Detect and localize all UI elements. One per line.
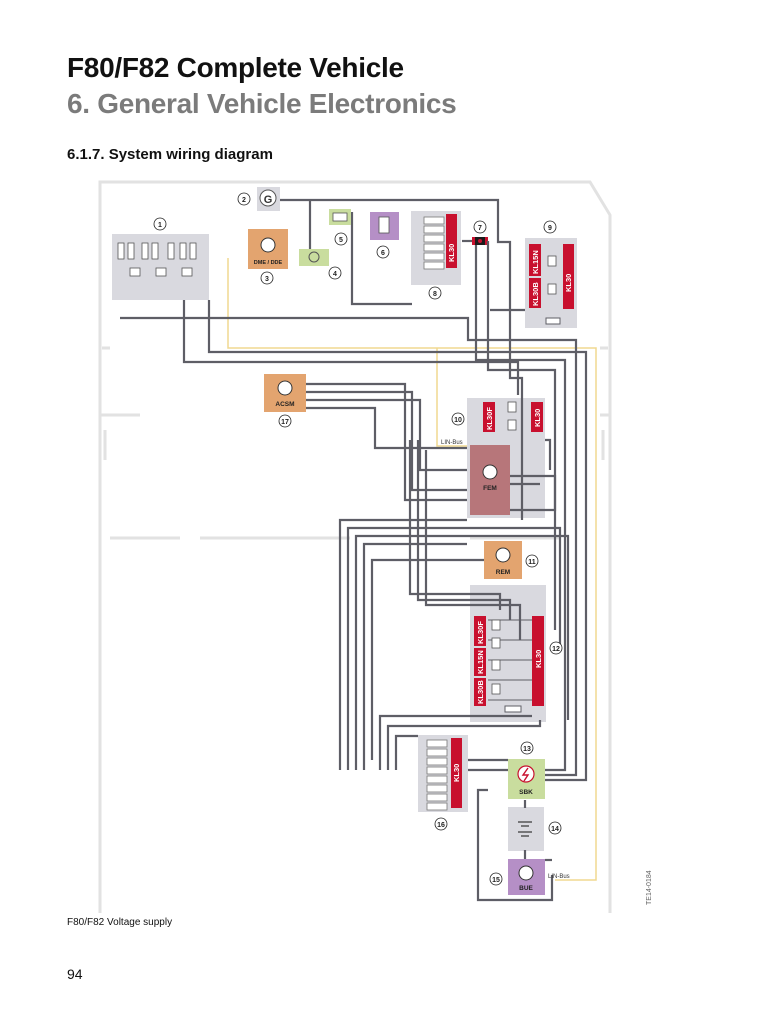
callout-8: 8: [428, 286, 442, 300]
fuse-7-dot: [478, 239, 482, 243]
callout-10: 10: [451, 412, 465, 426]
label-kl30-16: KL30: [452, 764, 461, 782]
label-kl30-10: KL30: [533, 409, 542, 427]
section-heading: 6.1.7. System wiring diagram: [67, 146, 273, 163]
starter-4-symbol: [308, 251, 320, 263]
fuse-rows: [423, 216, 448, 811]
figure-caption: F80/F82 Voltage supply: [67, 917, 173, 928]
svg-text:5: 5: [339, 237, 343, 244]
svg-text:8: 8: [433, 291, 437, 298]
lin-bus-label-bue: LIN-Bus: [548, 874, 570, 880]
module-dme-label: DME / DDE: [254, 260, 283, 266]
svg-text:9: 9: [548, 225, 552, 232]
module-sbk: SBK: [508, 759, 545, 799]
relays-panel-1: [117, 242, 197, 277]
lin-bus-label-fem: LIN-Bus: [441, 440, 463, 446]
module-rem: REM: [484, 541, 522, 579]
callout-3: 3: [260, 271, 274, 285]
component-5-symbol: [332, 212, 348, 222]
chapter-title: 6. General Vehicle Electronics: [67, 88, 457, 119]
module-acsm-label: ACSM: [275, 401, 294, 408]
svg-text:14: 14: [551, 826, 559, 833]
svg-text:13: 13: [523, 746, 531, 753]
callouts: 1 2 3 4 5 6 7 8 9 10 11 12 13 14 15 16 1…: [153, 192, 563, 886]
relays-right: [491, 255, 557, 695]
svg-text:17: 17: [281, 419, 289, 426]
callout-2: 2: [237, 192, 251, 206]
generator-2: G: [257, 187, 280, 211]
callout-4: 4: [328, 266, 342, 280]
module-dme: DME / DDE: [248, 229, 288, 269]
svg-text:11: 11: [528, 559, 536, 566]
callout-15: 15: [489, 872, 503, 886]
svg-text:3: 3: [265, 276, 269, 283]
label-kl30f-10: KL30F: [485, 407, 494, 430]
callout-9: 9: [543, 220, 557, 234]
module-acsm: ACSM: [264, 374, 306, 412]
label-kl15n-9: KL15N: [531, 250, 540, 274]
svg-text:7: 7: [478, 225, 482, 232]
battery-panel-14: [508, 807, 544, 851]
terminal-bars: [446, 214, 574, 808]
callout-5: 5: [334, 232, 348, 246]
vehicle-outline: [98, 180, 612, 913]
label-kl30b-12: KL30B: [476, 680, 485, 704]
svg-text:6: 6: [381, 250, 385, 257]
terminal-labels: KL30 KL15N KL30B KL30 KL30F KL30 KL30F K…: [447, 244, 573, 782]
callout-16: 16: [434, 817, 448, 831]
svg-text:12: 12: [552, 646, 560, 653]
battery-14: [518, 821, 532, 837]
callout-12: 12: [549, 641, 563, 655]
label-kl30-12: KL30: [534, 650, 543, 668]
module-fem: FEM: [470, 445, 510, 515]
svg-text:4: 4: [333, 271, 337, 278]
small-wire-panel-12: [488, 317, 561, 713]
label-kl30f-12: KL30F: [476, 621, 485, 644]
callout-6: 6: [376, 245, 390, 259]
callout-11: 11: [525, 554, 539, 568]
image-code: TE14-0184: [646, 870, 653, 905]
callout-17: 17: [278, 414, 292, 428]
starter-4: [299, 249, 329, 266]
svg-text:16: 16: [437, 822, 445, 829]
module-bue: BUE: [508, 859, 545, 895]
label-kl30b-9: KL30B: [531, 282, 540, 306]
page-number: 94: [67, 966, 83, 982]
module-fem-label: FEM: [483, 485, 497, 492]
module-bue-label: BUE: [519, 885, 533, 892]
module-rem-label: REM: [496, 569, 510, 576]
relay-6-symbol: [378, 216, 390, 234]
svg-text:15: 15: [492, 877, 500, 884]
svg-text:2: 2: [242, 197, 246, 204]
generator-symbol: G: [264, 194, 273, 206]
label-kl30-8: KL30: [447, 244, 456, 262]
callout-14: 14: [548, 821, 562, 835]
callout-1: 1: [153, 217, 167, 231]
svg-text:10: 10: [454, 417, 462, 424]
callout-13: 13: [520, 741, 534, 755]
module-sbk-label: SBK: [519, 789, 533, 796]
svg-text:1: 1: [158, 222, 162, 229]
callout-7: 7: [473, 220, 487, 234]
document-title: F80/F82 Complete Vehicle: [67, 52, 404, 83]
label-kl15n-12: KL15N: [476, 650, 485, 674]
panels: [112, 211, 577, 851]
label-kl30-9: KL30: [564, 274, 573, 292]
wiring-harness: [120, 198, 588, 902]
